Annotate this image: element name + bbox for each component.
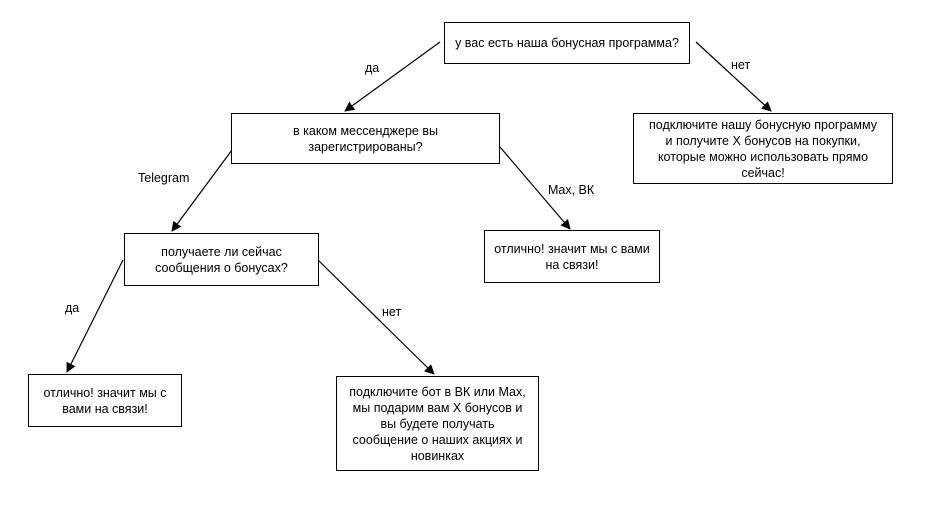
- node-connected-max-vk: отлично! значит мы с вами на связи!: [484, 230, 660, 283]
- node-root-question: у вас есть наша бонусная программа?: [444, 22, 690, 64]
- edge-label-max-vk: Max, ВК: [548, 183, 595, 197]
- edge-messenger-to-receive: [171, 149, 233, 232]
- edge-label-root-yes: да: [365, 61, 380, 75]
- edge-label-receive-yes: да: [65, 301, 80, 315]
- node-connect-bot: подключите бот в ВК или Мах, мы подарим …: [336, 376, 539, 471]
- edge-label-receive-no: нет: [382, 305, 402, 319]
- edge-receive-to-connected-yes: [66, 259, 124, 373]
- edge-label-telegram: Telegram: [138, 171, 190, 185]
- edge-root-to-messenger: [344, 41, 441, 112]
- edge-root-to-connect-program: [695, 41, 772, 112]
- edge-label-root-no: нет: [731, 58, 751, 72]
- edge-receive-to-connect-bot: [317, 259, 435, 375]
- node-receive-question: получаете ли сейчас сообщения о бонусах?: [124, 233, 319, 286]
- edge-messenger-to-connected: [499, 146, 571, 230]
- node-connected-yes: отлично! значит мы с вами на связи!: [28, 374, 182, 427]
- node-messenger-question: в каком мессенджере вы зарегистрированы?: [231, 113, 500, 164]
- node-connect-program: подключите нашу бонусную программу и пол…: [633, 113, 893, 184]
